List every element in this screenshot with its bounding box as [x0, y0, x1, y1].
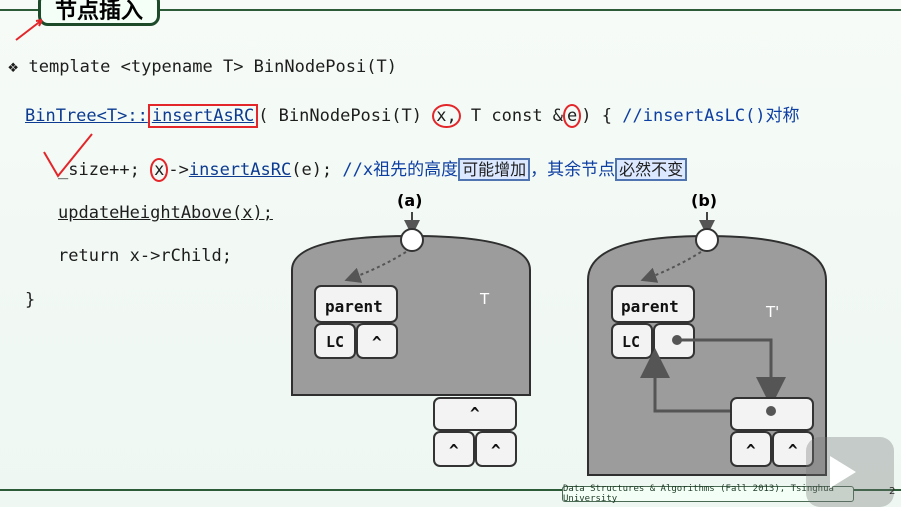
call-method: insertAsRC — [188, 160, 292, 180]
lc-label-b: LC — [622, 333, 640, 351]
class-name: BinTree<T>:: — [25, 106, 148, 126]
code-line-1: ❖ template <typename T> BinNodePosi(T) — [8, 57, 397, 77]
bullet-icon: ❖ — [8, 57, 19, 77]
code-line-6: } — [25, 290, 35, 310]
open-paren: ( — [258, 106, 269, 126]
template-signature: template <typename T> BinNodePosi(T) — [28, 57, 397, 77]
tree-label-b: T' — [765, 303, 779, 321]
param-x: x, — [432, 104, 461, 128]
parent-label-a: parent — [325, 297, 383, 316]
footer-text: Data Structures & Algorithms (Fall 2013)… — [563, 484, 834, 504]
new-node-rc-a: ^ — [491, 441, 501, 460]
label-b: (b) — [691, 191, 717, 210]
arrow-op: -> — [168, 160, 189, 180]
root-node-b — [695, 228, 719, 252]
label-a: (a) — [397, 191, 422, 210]
comment-line-3: //x祖先的高度 — [332, 160, 459, 180]
param-mid: T const & — [460, 106, 564, 126]
call-args: (e); — [291, 160, 333, 180]
title-text: 节点插入 — [54, 0, 143, 24]
close-paren: ) { — [581, 106, 623, 126]
red-annotation-arrow — [15, 19, 43, 41]
page-number: 2 — [889, 486, 896, 497]
param-type: BinNodePosi(T) — [268, 106, 433, 126]
tag-unchanged: 必然不变 — [615, 158, 688, 181]
tag-may-increase: 可能增加 — [458, 158, 531, 181]
lc-label-a: LC — [326, 333, 344, 351]
code-line-4: updateHeightAbove(x); — [58, 203, 273, 223]
root-node-a — [400, 228, 424, 252]
comment-line-2: //insertAsLC()对称 — [622, 106, 800, 126]
new-node-caret-a: ^ — [470, 404, 480, 423]
tree-label-a: T — [479, 290, 490, 308]
slide-title: 节点插入 — [38, 0, 160, 26]
red-checkmark — [43, 133, 93, 178]
top-rule — [0, 9, 901, 11]
update-height-call: updateHeightAbove(x); — [58, 203, 273, 223]
new-node-rc-b: ^ — [788, 441, 798, 460]
new-node-lc-a: ^ — [449, 441, 459, 460]
parent-label-b: parent — [621, 297, 679, 316]
code-line-3: _size++; x->insertAsRC(e); //x祖先的高度可能增加，… — [58, 155, 688, 182]
new-node-lc-b: ^ — [746, 441, 756, 460]
comment-line-3b: ，其余节点 — [530, 160, 616, 180]
x-var: x — [150, 158, 169, 182]
play-icon[interactable] — [830, 456, 856, 488]
return-stmt: return x->rChild; — [58, 246, 232, 266]
method-name: insertAsRC — [147, 104, 259, 128]
size-increment: _size++; — [58, 160, 151, 180]
param-e: e — [563, 104, 582, 128]
rc-caret-a: ^ — [372, 333, 382, 352]
close-brace: } — [25, 290, 36, 310]
bottom-rule — [0, 489, 901, 491]
code-line-2: BinTree<T>::insertAsRC( BinNodePosi(T) x… — [25, 101, 800, 128]
footer-banner: Data Structures & Algorithms (Fall 2013)… — [562, 484, 854, 504]
code-line-5: return x->rChild; — [58, 246, 232, 266]
